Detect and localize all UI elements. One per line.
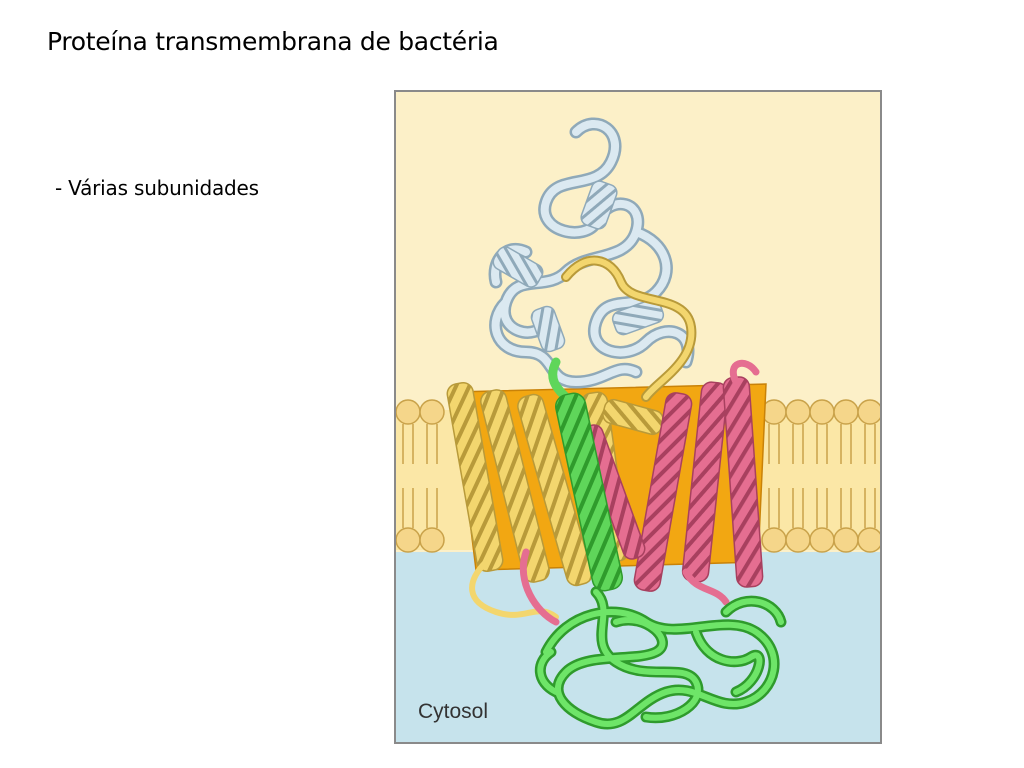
cytosol-label: Cytosol	[418, 700, 489, 723]
lipid-upper-heads	[396, 399, 880, 425]
bullet-text: - Várias subunidades	[55, 176, 259, 200]
pink-loops	[519, 359, 760, 626]
protein-illustration: Cytosol	[394, 90, 882, 744]
blue-subunit	[488, 117, 695, 389]
lipid-lower-heads	[396, 527, 880, 553]
green-subunit	[534, 357, 787, 730]
slide-title: Proteína transmembrana de bactéria	[47, 27, 499, 56]
lipid-tails	[402, 424, 876, 528]
membrane-protein-diagram	[396, 117, 880, 742]
